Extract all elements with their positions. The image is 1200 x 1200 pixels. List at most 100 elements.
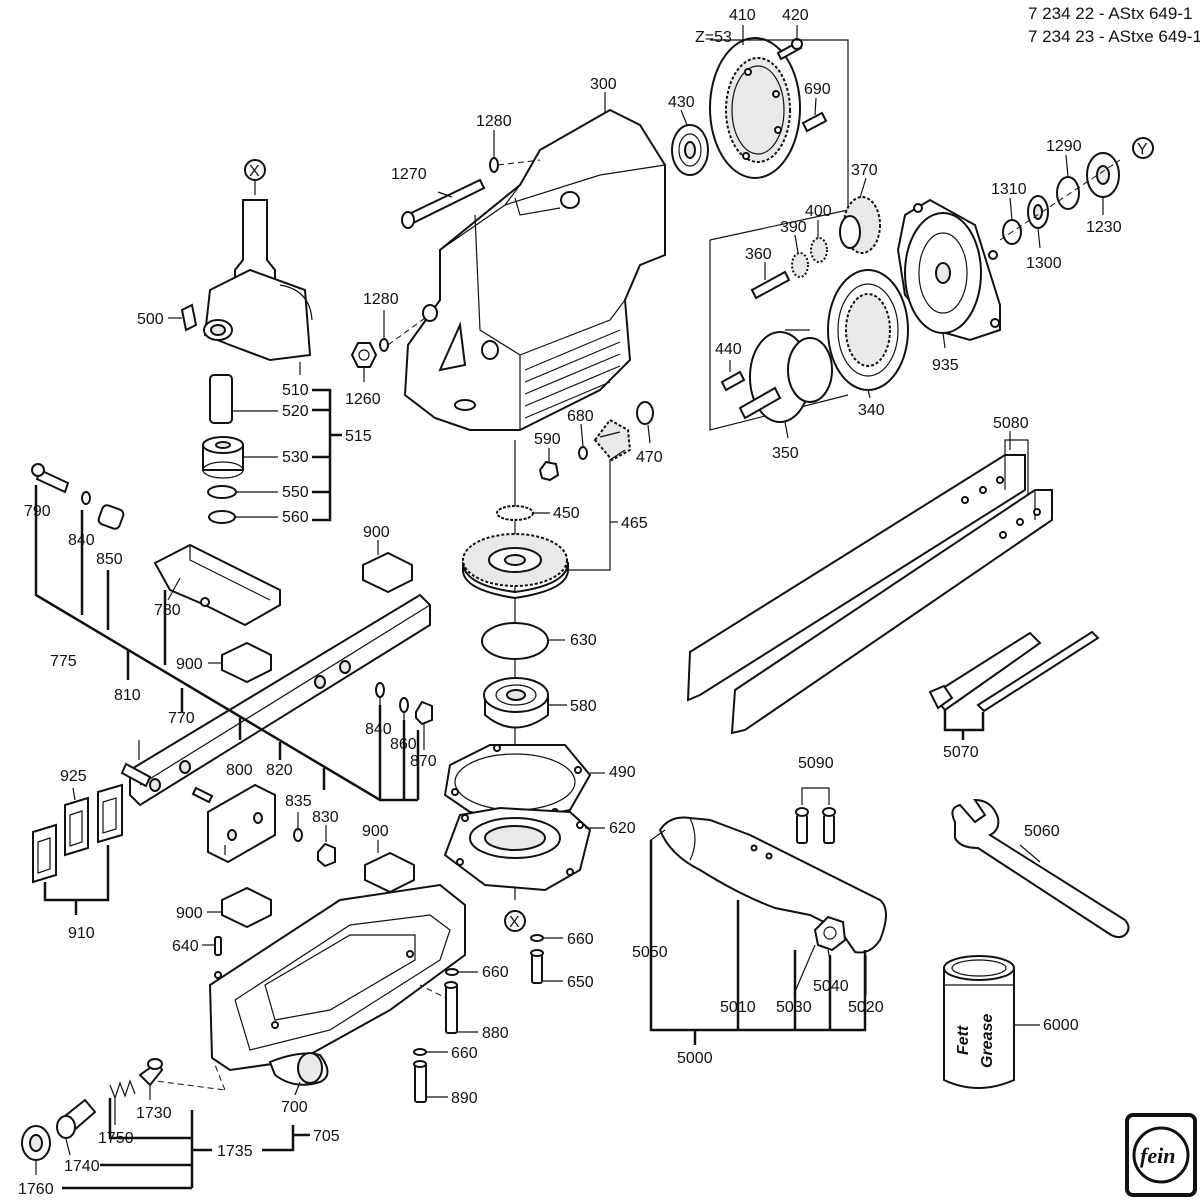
bolt-1270-part <box>401 178 486 229</box>
label-5020: 5020 <box>848 999 884 1016</box>
label-840-right: 840 <box>365 721 392 738</box>
spring-1750-part <box>109 1079 136 1100</box>
assembly-line <box>999 159 1121 241</box>
label-890: 890 <box>451 1090 478 1107</box>
bushing-1740-part <box>56 1098 97 1139</box>
slide-780-part <box>153 543 281 627</box>
label-660-a: 660 <box>567 931 594 948</box>
label-5000: 5000 <box>677 1050 713 1067</box>
key-440-part <box>720 370 746 392</box>
label-640: 640 <box>172 938 199 955</box>
label-590: 590 <box>534 431 561 448</box>
washer-550-part <box>207 485 237 499</box>
label-350: 350 <box>772 445 799 462</box>
label-900-d: 900 <box>176 905 203 922</box>
can-label-grease: Grease <box>979 1014 996 1068</box>
assembly-line <box>497 159 541 166</box>
base-700-part <box>208 883 466 1086</box>
label-580: 580 <box>570 698 597 715</box>
label-440: 440 <box>715 341 742 358</box>
label-1740: 1740 <box>64 1158 100 1175</box>
pad-900-c-part <box>364 851 415 894</box>
pad-900-b-part <box>221 641 272 684</box>
flange-620-part <box>443 806 592 892</box>
label-820: 820 <box>266 762 293 779</box>
sleeve-850-part <box>97 504 125 530</box>
label-810: 810 <box>114 687 141 704</box>
pin-640-part <box>214 936 222 956</box>
label-1300: 1300 <box>1026 255 1062 272</box>
needle-bearing-400-part <box>810 237 828 263</box>
washer-840-right-part <box>375 682 385 698</box>
label-935: 935 <box>932 357 959 374</box>
bolt-790-part <box>31 463 70 494</box>
nut-830-part <box>317 842 336 868</box>
label-370: 370 <box>851 162 878 179</box>
marker-x-top: X <box>249 163 260 180</box>
can-label-fett: Fett <box>955 1025 972 1055</box>
label-5050: 5050 <box>632 944 668 961</box>
circlip-630-part <box>481 622 549 660</box>
label-1290: 1290 <box>1046 138 1082 155</box>
group-bracket-515 <box>312 388 332 522</box>
label-880: 880 <box>482 1025 509 1042</box>
label-700: 700 <box>281 1099 308 1116</box>
pin-360-part <box>750 270 791 300</box>
group-bracket-1735 <box>108 1098 192 1140</box>
label-850: 850 <box>96 551 123 568</box>
label-490: 490 <box>609 764 636 781</box>
bearing-530-part <box>202 436 244 479</box>
label-800: 800 <box>226 762 253 779</box>
blade-5080-b-part <box>730 489 1053 735</box>
label-830: 830 <box>312 809 339 826</box>
screw-890-part <box>413 1060 427 1103</box>
wrench-5060-part <box>951 798 1130 939</box>
sleeve-520-part <box>209 374 233 424</box>
marker-x-bottom-circle <box>504 910 526 932</box>
label-500: 500 <box>137 311 164 328</box>
marker-y: Y <box>1137 141 1148 158</box>
label-360: 360 <box>745 246 772 263</box>
label-560: 560 <box>282 509 309 526</box>
assembly-line <box>214 1064 226 1091</box>
blade-5080-a-part <box>686 454 1026 702</box>
label-1735: 1735 <box>217 1143 253 1160</box>
label-465: 465 <box>621 515 648 532</box>
label-1310: 1310 <box>991 181 1027 198</box>
label-860: 860 <box>390 736 417 753</box>
pin-800-part <box>191 786 214 804</box>
label-1280-left: 1280 <box>363 291 399 308</box>
label-790: 790 <box>24 503 51 520</box>
label-900-a: 900 <box>363 524 390 541</box>
model-line-2: 7 234 23 - AStxe 649-1 <box>1028 27 1200 46</box>
label-z53: Z=53 <box>695 29 732 46</box>
bracket-910-part <box>32 783 123 884</box>
washer-1280-left-part <box>379 338 389 352</box>
group-bracket-775 <box>34 485 418 802</box>
label-1730: 1730 <box>136 1105 172 1122</box>
screw-880-part <box>444 981 458 1034</box>
screw-650-part <box>530 949 544 984</box>
label-450: 450 <box>553 505 580 522</box>
gear-housing-part <box>403 108 666 431</box>
washer-835-part <box>293 828 303 842</box>
gear-370-part <box>839 196 881 254</box>
label-1230: 1230 <box>1086 219 1122 236</box>
label-300: 300 <box>590 76 617 93</box>
label-1280-top: 1280 <box>476 113 512 130</box>
assembly-frame <box>709 39 849 241</box>
label-900-b: 900 <box>176 656 203 673</box>
label-660-c: 660 <box>451 1045 478 1062</box>
leader-lines <box>35 25 1104 1175</box>
nut-590-part <box>538 460 560 482</box>
label-410: 410 <box>729 7 756 24</box>
label-1750: 1750 <box>98 1130 134 1147</box>
screw-5090-b-part <box>822 807 836 844</box>
ring-gear-410-part <box>709 37 801 179</box>
assembly-line <box>147 1079 226 1091</box>
washer-660-a-part <box>530 934 544 942</box>
label-5090: 5090 <box>798 755 834 772</box>
pad-900-d-part <box>221 886 272 929</box>
label-835: 835 <box>285 793 312 810</box>
label-690: 690 <box>804 81 831 98</box>
